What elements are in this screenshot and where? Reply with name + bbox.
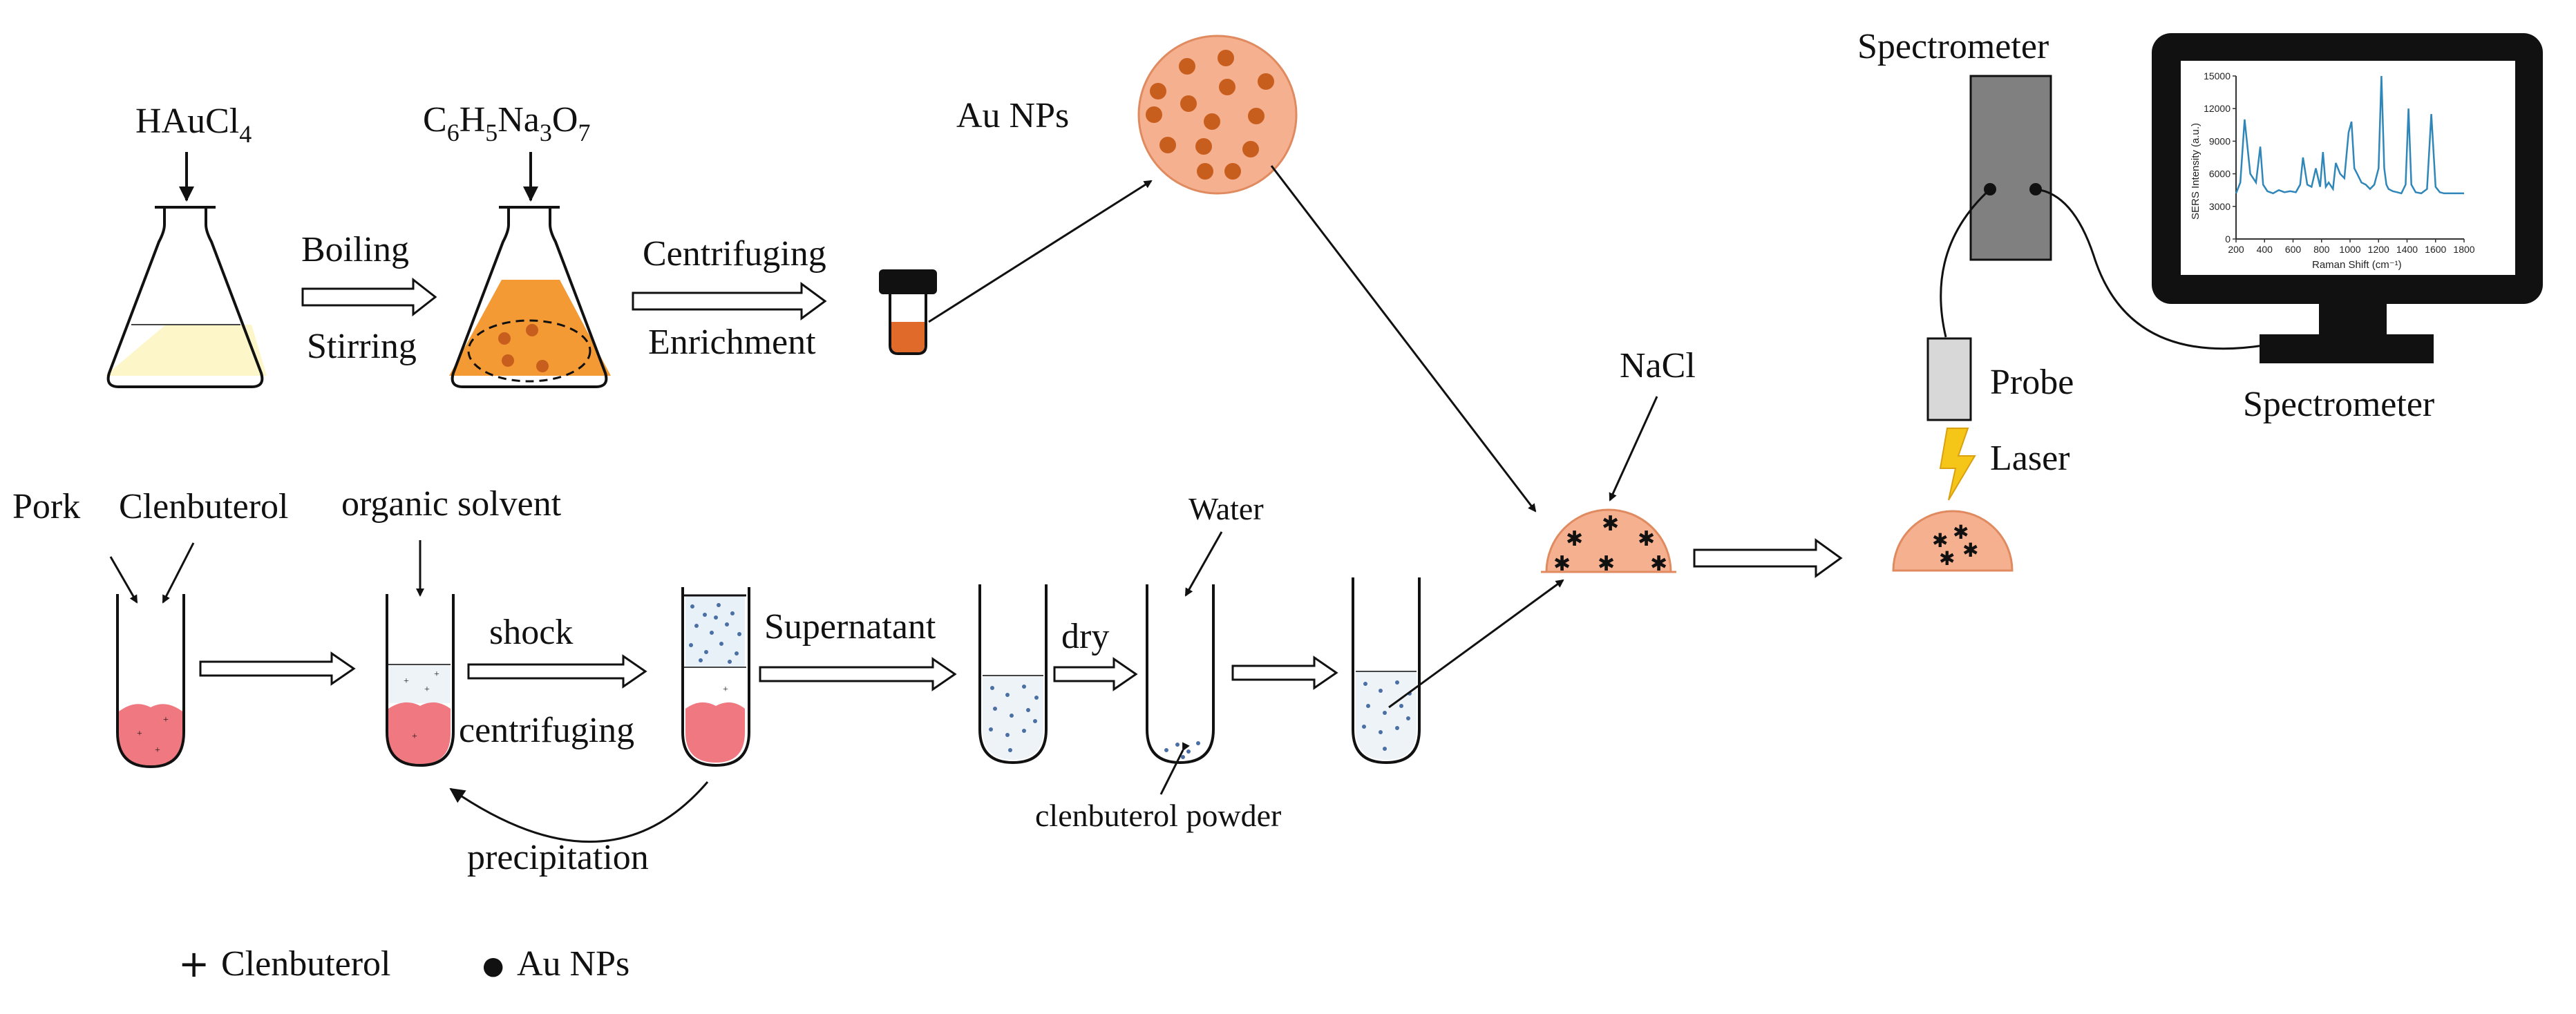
tube-redissolved	[1352, 577, 1421, 765]
shock-label: shock	[489, 613, 573, 652]
x-tick-label: 600	[2285, 244, 2302, 255]
legend-clenbuterol-symbol: +	[178, 942, 209, 986]
probe-cable	[1940, 188, 1991, 338]
tube-to-droplet-arrow	[1388, 579, 1564, 709]
au-vial	[879, 269, 937, 355]
hauc-label: HAuCl4	[135, 102, 252, 148]
laser-label: Laser	[1990, 439, 2070, 478]
svg-text:✱: ✱	[1553, 553, 1571, 575]
dry-label: dry	[1061, 617, 1109, 656]
svg-text:+: +	[155, 745, 160, 756]
flask-2-outline	[451, 206, 608, 388]
tube-pork-clenbuterol: + + +	[116, 594, 185, 769]
svg-text:✱: ✱	[1566, 528, 1583, 551]
x-tick-label: 1400	[2396, 244, 2418, 255]
nacl-label: NaCl	[1620, 346, 1696, 385]
monitor-cable	[2035, 188, 2264, 350]
svg-text:✱: ✱	[1953, 522, 1969, 544]
svg-text:✱: ✱	[1962, 540, 1978, 562]
spectrometer-bottom-label: Spectrometer	[2243, 385, 2434, 424]
svg-text:+: +	[163, 715, 169, 725]
legend-au-symbol: ●	[482, 952, 504, 980]
np-to-droplet-arrow	[1270, 165, 1537, 513]
clenbuterol-label: Clenbuterol	[119, 487, 289, 526]
au-nps-label: Au NPs	[956, 96, 1069, 135]
organic-solvent-label: organic solvent	[341, 484, 562, 524]
x-tick-label: 1800	[2453, 244, 2474, 255]
probe-label: Probe	[1990, 363, 2074, 402]
svg-text:✱: ✱	[1932, 530, 1948, 552]
svg-text:+: +	[412, 731, 417, 742]
svg-text:✱: ✱	[1650, 553, 1667, 575]
spectrum-series-line	[2235, 75, 2464, 195]
x-tick-label: 1000	[2339, 244, 2360, 255]
precipitation-arrow	[449, 781, 709, 843]
centrifuging-bottom-label: centrifuging	[459, 711, 634, 750]
y-tick-label: 9000	[2209, 135, 2231, 146]
monitor	[2152, 33, 2543, 363]
enrichment-label: Enrichment	[648, 323, 816, 362]
flask-pale-yellow	[105, 206, 267, 388]
au-nps-sphere	[1137, 35, 1298, 195]
sample-droplet: ✱ ✱ ✱ ✱ ✱ ✱	[1541, 508, 1676, 575]
arrow-tube1-tube2	[199, 651, 356, 686]
clenbuterol-powder-label: clenbuterol powder	[1035, 798, 1281, 833]
svg-text:✱: ✱	[1939, 548, 1955, 570]
spectrometer-top-label: Spectrometer	[1857, 27, 2049, 66]
svg-text:✱: ✱	[1602, 513, 1619, 535]
supernatant-label: Supernatant	[764, 607, 936, 647]
tube-dried	[1146, 584, 1215, 765]
y-tick-label: 0	[2225, 233, 2231, 245]
svg-text:+: +	[723, 685, 728, 695]
flask-orange	[449, 206, 611, 388]
x-tick-label: 1200	[2368, 244, 2389, 255]
detection-droplet: ✱ ✱ ✱ ✱	[1892, 510, 2014, 572]
boiling-stirring-arrow	[301, 277, 437, 317]
chart-xlabel: Raman Shift (cm⁻¹)	[2312, 259, 2402, 271]
dry-arrow	[1053, 657, 1138, 691]
sers-spectrum-chart: 200 400 600 800 1000 1200 1400 1600 1800 0 3000 60…	[2190, 70, 2475, 271]
svg-text:✱: ✱	[1638, 528, 1655, 551]
y-tick-label: 15000	[2204, 70, 2231, 82]
stirring-label: Stirring	[307, 327, 417, 366]
svg-text:+: +	[137, 729, 142, 739]
centrifuging-enrichment-arrow	[632, 282, 827, 321]
x-tick-label: 400	[2257, 244, 2273, 255]
chart-ylabel: SERS Intensity (a.u.)	[2190, 123, 2201, 220]
precipitation-label: precipitation	[467, 838, 649, 877]
x-tick-label: 1600	[2425, 244, 2446, 255]
tube-organic-solvent: + + + +	[386, 594, 455, 767]
citrate-label: C6H5Na3O7	[423, 100, 590, 146]
centrifuging-top-label: Centrifuging	[643, 234, 826, 274]
shock-arrow	[467, 654, 647, 689]
supernatant-dots	[689, 603, 741, 664]
droplet-to-detection-arrow	[1693, 538, 1843, 578]
tube-supernatant	[978, 584, 1048, 765]
vial-to-np-arrow	[928, 180, 1153, 323]
legend-clenbuterol-label: Clenbuterol	[221, 944, 391, 984]
flask-1-liquid	[105, 325, 267, 376]
water-label: Water	[1188, 491, 1264, 526]
laser-bolt-icon	[1939, 428, 1976, 501]
spectrometer-unit	[1969, 75, 2052, 261]
svg-text:✱: ✱	[1598, 553, 1615, 575]
x-tick-label: 800	[2313, 244, 2330, 255]
flask-1-outline	[106, 206, 264, 388]
probe	[1926, 337, 1972, 421]
y-tick-label: 3000	[2209, 201, 2231, 212]
pork-label: Pork	[12, 487, 80, 526]
boiling-label: Boiling	[301, 230, 409, 269]
svg-text:+: +	[434, 669, 439, 680]
svg-text:+: +	[424, 685, 430, 695]
y-tick-label: 12000	[2204, 103, 2231, 114]
arrow-tube5-tube6	[1231, 656, 1338, 690]
svg-text:+: +	[404, 676, 409, 687]
y-tick-label: 6000	[2209, 169, 2231, 180]
x-tick-label: 200	[2228, 244, 2244, 255]
legend-au-label: Au NPs	[517, 944, 629, 984]
supernatant-arrow	[759, 657, 957, 691]
tube-centrifuged: +	[681, 587, 750, 767]
